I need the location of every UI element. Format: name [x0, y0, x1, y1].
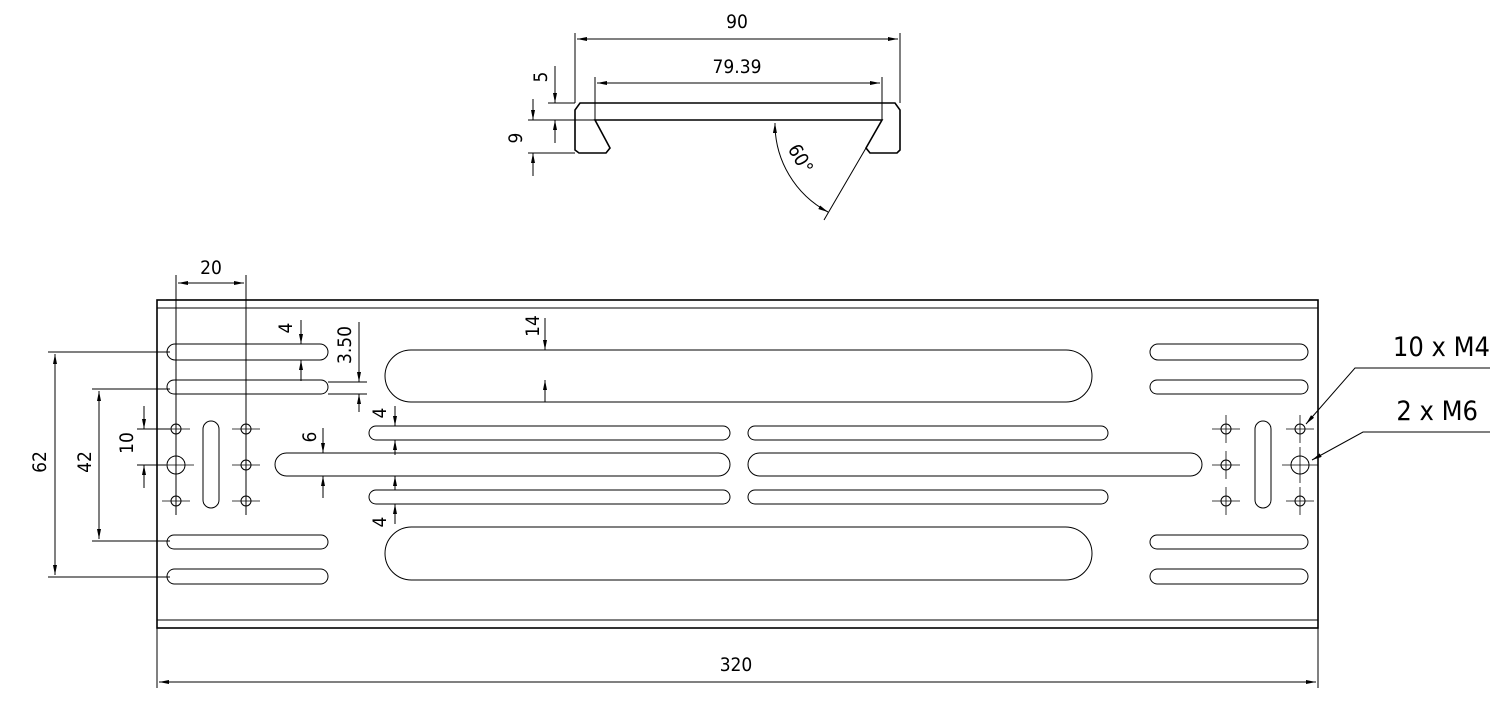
dim-5-label: 5 [530, 72, 552, 83]
dim-4-mid-top-label: 4 [369, 408, 391, 419]
slot [368, 425, 731, 441]
slot [166, 568, 329, 585]
m6-leader [1311, 431, 1490, 461]
m4-callout: 10 x M4 [1393, 332, 1490, 363]
slots [166, 343, 1309, 585]
slot [368, 489, 731, 505]
profile-view: 90 79.39 5 9 60° [505, 11, 901, 221]
dim-angle-label: 60° [783, 140, 817, 177]
dim-320-label: 320 [720, 654, 753, 676]
plate-view: 20 62 42 10 4 3.50 14 4 [29, 257, 1490, 688]
dim-4-mid-bottom-label: 4 [369, 517, 391, 528]
dim-4-label: 4 [275, 323, 297, 334]
dim-6-label: 6 [299, 432, 321, 443]
slot [1149, 534, 1309, 550]
slot [1149, 343, 1309, 361]
dim-14-label: 14 [522, 315, 544, 337]
slot [384, 349, 1093, 403]
slot [747, 452, 1203, 477]
dim-42-label: 42 [74, 451, 96, 473]
slot [747, 425, 1109, 441]
profile-outline [574, 102, 901, 154]
dim-9-label: 9 [505, 133, 527, 144]
dim-10-label: 10 [116, 432, 138, 454]
dim-20-label: 20 [200, 257, 222, 279]
dim-62-label: 62 [29, 451, 51, 473]
slot [166, 343, 329, 361]
slot [1149, 379, 1309, 395]
m6-callout: 2 x M6 [1396, 396, 1478, 427]
slot [747, 489, 1109, 505]
dim-350-label: 3.50 [334, 326, 356, 364]
slot [166, 534, 329, 550]
slot [1254, 420, 1272, 509]
dim-7939-label: 79.39 [713, 56, 762, 78]
holes [158, 415, 1318, 515]
slot [1149, 568, 1309, 585]
slot [166, 379, 329, 395]
slot [384, 526, 1093, 581]
slot [274, 452, 731, 477]
plate-outline [156, 299, 1319, 629]
slot [202, 420, 220, 509]
dim-90-label: 90 [726, 11, 748, 33]
m4-leader [1305, 367, 1490, 425]
